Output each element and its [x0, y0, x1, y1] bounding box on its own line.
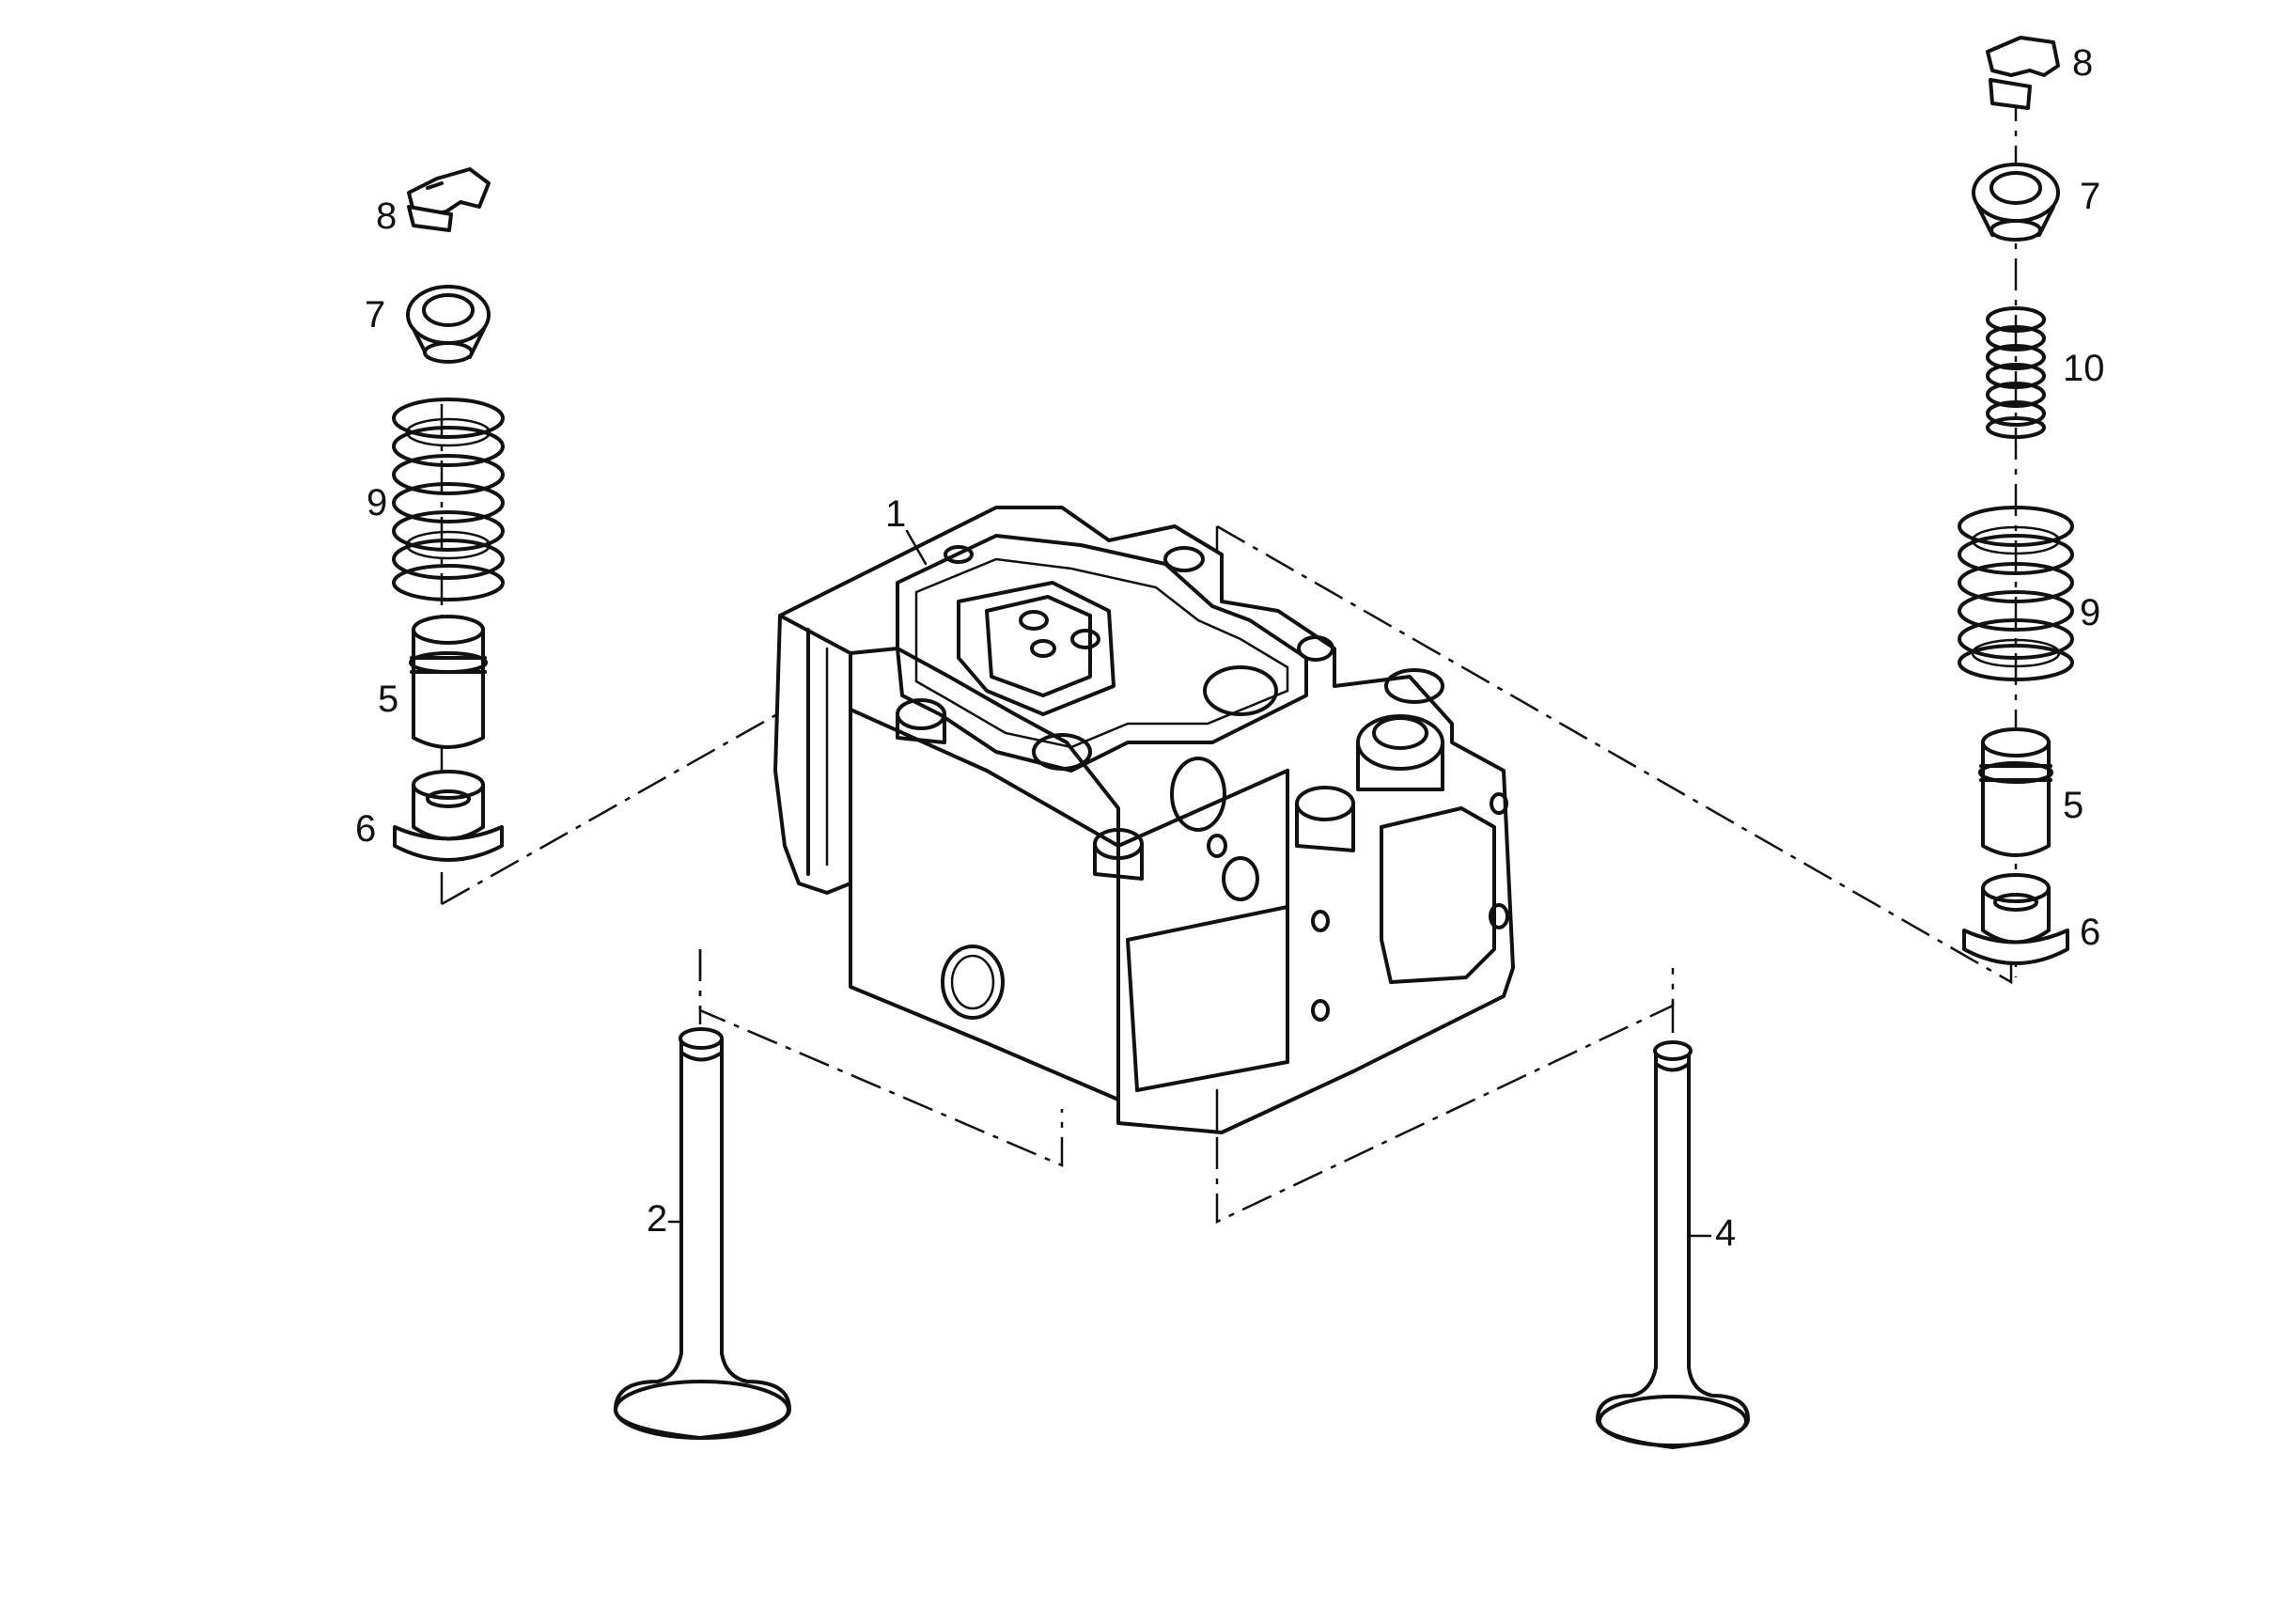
callout-left-guide: 5: [378, 679, 398, 720]
callout-left-seat: 6: [355, 808, 376, 850]
valve-guide-icon: [1978, 727, 2053, 857]
valve-spring-icon: [392, 398, 505, 601]
valve-spring-retainer-icon: [406, 285, 491, 364]
valve-spring-retainer-icon: [1972, 163, 2060, 242]
valve-seat-icon: [393, 770, 504, 862]
left-valve-stack: [392, 167, 505, 862]
cylinder-head-icon: [773, 506, 1515, 1134]
callout-head: 1: [885, 493, 906, 535]
callout-right-seat: 6: [2080, 912, 2100, 953]
callout-right-keeper: 8: [2072, 42, 2093, 84]
callout-valve-b: 4: [1715, 1212, 1736, 1254]
callout-valve-a: 2: [647, 1198, 667, 1240]
valve-keeper-icon: [1986, 36, 2060, 110]
right-valve-stack: [1958, 36, 2074, 965]
callout-left-retainer: 7: [365, 294, 385, 336]
valve-keeper-icon: [407, 167, 491, 232]
valve-icon: [1596, 1040, 1750, 1449]
valve-guide-icon: [409, 615, 488, 749]
callout-left-spring: 9: [367, 482, 387, 523]
valve-icon: [614, 1027, 791, 1440]
callout-right-guide: 5: [2063, 785, 2083, 826]
callout-right-spring: 9: [2080, 592, 2100, 633]
callouts: 1 2 4 8 7 9 5 6 8 7 10 9 5 6: [355, 42, 2105, 1254]
valve-seat-icon: [1962, 873, 2069, 965]
valve-spring-icon: [1958, 506, 2074, 681]
callout-right-inner-spring: 10: [2063, 348, 2105, 389]
valve-spring-icon: [1986, 306, 2046, 439]
callout-left-keeper: 8: [376, 195, 397, 237]
callout-right-retainer: 7: [2080, 176, 2100, 217]
leader-lines: [667, 529, 1712, 1238]
